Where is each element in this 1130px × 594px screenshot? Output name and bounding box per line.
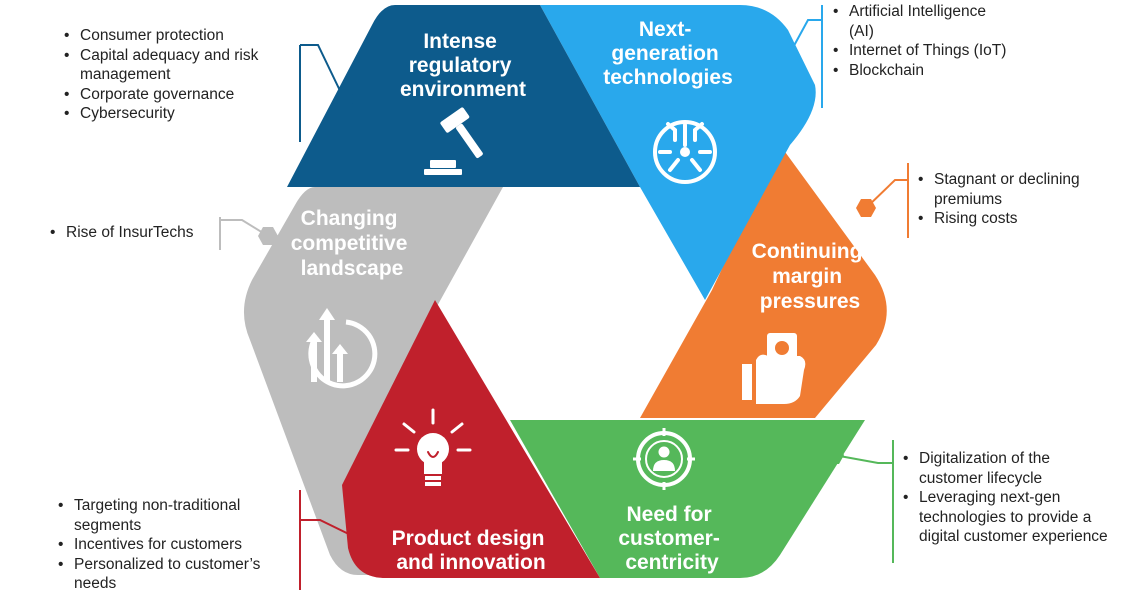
node-technology (774, 55, 794, 73)
segment-margin (640, 145, 887, 418)
connector-technology (783, 5, 823, 108)
bullet-item: Consumer protection (64, 26, 294, 46)
connector-customer (833, 440, 894, 563)
bullet-item: Artificial Intelligence (AI) (833, 2, 1008, 41)
segment-regulatory (287, 5, 640, 187)
bullet-item: Rise of InsurTechs (50, 223, 220, 243)
bullets-margin: Stagnant or declining premiums Rising co… (918, 170, 1113, 229)
connector-regulatory (299, 44, 345, 142)
bullet-item: Digitalization of the customer lifecycle (903, 449, 1113, 488)
node-competitive (258, 227, 278, 245)
segment-product (342, 300, 600, 578)
node-regulatory (335, 90, 355, 108)
segment-title-regulatory: Intense regulatory environment (400, 30, 526, 101)
bullet-item: Cybersecurity (64, 104, 294, 124)
node-product (351, 531, 371, 549)
customer-target-icon (633, 428, 695, 490)
bullet-item: Rising costs (918, 209, 1113, 229)
lightbulb-icon (394, 408, 472, 486)
circuit-icon (653, 120, 717, 184)
segment-title-customer: Need for customer- centricity (618, 503, 725, 574)
hand-money-icon (742, 333, 806, 404)
bullets-customer: Digitalization of the customer lifecycle… (903, 449, 1113, 547)
node-customer (824, 446, 844, 464)
segment-title-competitive: Changing competitive landscape (291, 207, 414, 280)
segment-customer (510, 420, 865, 578)
connector-product (299, 490, 362, 590)
segment-technology (540, 5, 816, 300)
segment-title-product: Product design and innovation (392, 527, 551, 574)
bullets-competitive: Rise of InsurTechs (50, 223, 220, 243)
bullet-item: Corporate governance (64, 85, 294, 105)
segment-competitive (243, 187, 503, 575)
bullets-product: Targeting non-traditional segments Incen… (58, 496, 293, 594)
bullet-item: Incentives for customers (58, 535, 293, 555)
gavel-icon (424, 107, 483, 175)
bullet-item: Personalized to customer’s needs (58, 555, 293, 594)
bullet-item: Blockchain (833, 61, 1008, 81)
bullet-item: Targeting non-traditional segments (58, 496, 293, 535)
bullet-item: Leveraging next-gen technologies to prov… (903, 488, 1113, 547)
bullets-technology: Artificial Intelligence (AI) Internet of… (833, 2, 1008, 80)
segment-title-technology: Next- generation technologies (603, 18, 733, 89)
bullet-item: Stagnant or declining premiums (918, 170, 1113, 209)
bullet-item: Internet of Things (IoT) (833, 41, 1008, 61)
connector-competitive (219, 217, 269, 250)
connector-margin (865, 163, 909, 238)
node-margin (856, 199, 876, 217)
growth-arrows-icon (306, 308, 378, 389)
segment-title-margin: Continuing margin pressures (752, 240, 869, 313)
bullets-regulatory: Consumer protection Capital adequacy and… (64, 26, 294, 124)
bullet-item: Capital adequacy and risk management (64, 46, 294, 85)
